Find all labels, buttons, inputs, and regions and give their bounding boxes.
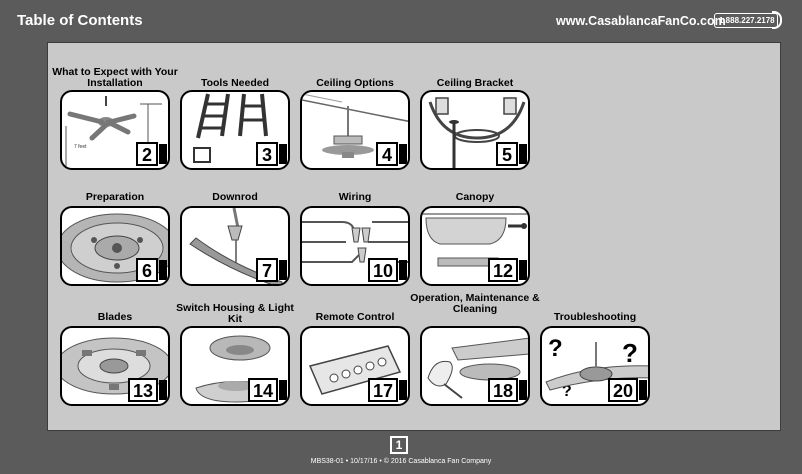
remote-illustration: 17 [300, 326, 410, 406]
bracket-illustration: 5 [420, 90, 530, 170]
page-title: Table of Contents [17, 12, 143, 29]
phone-number[interactable]: 1.888.227.2178 [714, 13, 778, 28]
toc-item-label: Wiring [338, 191, 372, 203]
website-link[interactable]: www.CasablancaFanCo.com [556, 14, 726, 28]
toc-item-label: Ceiling Bracket [436, 77, 514, 89]
toc-item-label: Downrod [212, 191, 258, 203]
page-number-badge: 17 [367, 378, 398, 402]
page-tag [399, 144, 407, 164]
page-number-badge: 3 [256, 142, 278, 166]
page-number-badge: 5 [496, 142, 518, 166]
canopy-illustration: 12 [420, 206, 530, 286]
page-tag [519, 144, 527, 164]
svg-text:?: ? [548, 335, 563, 362]
page-tag [159, 260, 167, 280]
toc-item-label: Remote Control [315, 311, 395, 323]
page-number-badge: 20 [607, 378, 638, 402]
toc-item-label: Canopy [455, 191, 495, 203]
header-bar: Table of Contents www.CasablancaFanCo.co… [0, 0, 802, 42]
light-kit-illustration: 14 [180, 326, 290, 406]
toc-item-label: Switch Housing & Light Kit [176, 302, 294, 325]
toc-item-label: What to Expect with Your Installation [52, 66, 178, 89]
toc-item-label: Tools Needed [200, 77, 270, 89]
downrod-illustration: 7 [180, 206, 290, 286]
page-number-badge: 6 [136, 258, 158, 282]
toc-item-label: Ceiling Options [316, 77, 394, 89]
svg-text:?: ? [622, 338, 638, 368]
page-tag [399, 380, 407, 400]
toc-item-label: Operation, Maintenance & Cleaning [410, 292, 540, 315]
footer-page-number: 1 [390, 436, 408, 454]
page-number-badge: 7 [256, 258, 278, 282]
fan-height-illustration: 7 feet 2 [60, 90, 170, 170]
page-tag [519, 260, 527, 280]
phone-icon [772, 11, 782, 29]
page-number-badge: 4 [376, 142, 398, 166]
question-marks-illustration: ? ? ? 20 [540, 326, 650, 406]
page-tag [279, 380, 287, 400]
svg-text:?: ? [562, 383, 572, 400]
toc-item-label: Troubleshooting [553, 311, 637, 323]
page-tag [639, 380, 647, 400]
wiring-illustration: 10 [300, 206, 410, 286]
cleaning-illustration: 18 [420, 326, 530, 406]
page-tag [399, 260, 407, 280]
ceiling-mount-illustration: 4 [300, 90, 410, 170]
page-number-badge: 2 [136, 142, 158, 166]
ladder-illustration: 3 [180, 90, 290, 170]
blade-mount-illustration: 13 [60, 326, 170, 406]
svg-text:7 feet: 7 feet [74, 144, 87, 150]
page-number-badge: 18 [487, 378, 518, 402]
page-tag [279, 144, 287, 164]
page-number-badge: 13 [127, 378, 158, 402]
page-number-badge: 10 [367, 258, 398, 282]
toc-item-label: Blades [97, 311, 133, 323]
page-tag [279, 260, 287, 280]
motor-housing-illustration: 6 [60, 206, 170, 286]
toc-item-label: Preparation [85, 191, 145, 203]
page-number-badge: 14 [247, 378, 278, 402]
page-tag [159, 144, 167, 164]
page-tag [159, 380, 167, 400]
footer-text: MBS38-01 • 10/17/16 • © 2016 Casablanca … [310, 458, 492, 465]
page-tag [519, 380, 527, 400]
page-number-badge: 12 [487, 258, 518, 282]
